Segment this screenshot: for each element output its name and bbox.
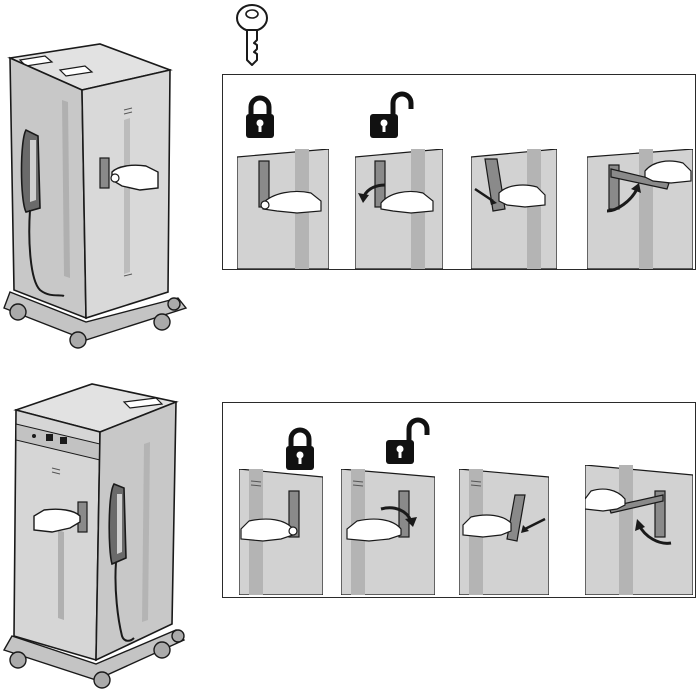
instruction-panel-bottom [222,402,696,598]
padlock-unlocked-icon [369,91,417,139]
step-3-lift-handle [471,149,557,269]
step-4-open-door [585,465,693,595]
padlock-locked-icon [245,95,275,139]
step-2-turn-key [341,469,435,595]
key-icon [232,2,272,66]
step-3-lift-handle [459,469,549,595]
padlock-locked-icon [285,427,315,471]
step-4-open-door [587,149,693,269]
instruction-panel-top [222,74,696,270]
step-1-insert-key [239,469,323,595]
step-1-insert-key [237,149,329,269]
padlock-unlocked-icon [385,417,433,465]
step-2-turn-key [355,149,443,269]
cart-cabinet-bottom [0,380,190,690]
cart-cabinet-top [0,40,200,350]
